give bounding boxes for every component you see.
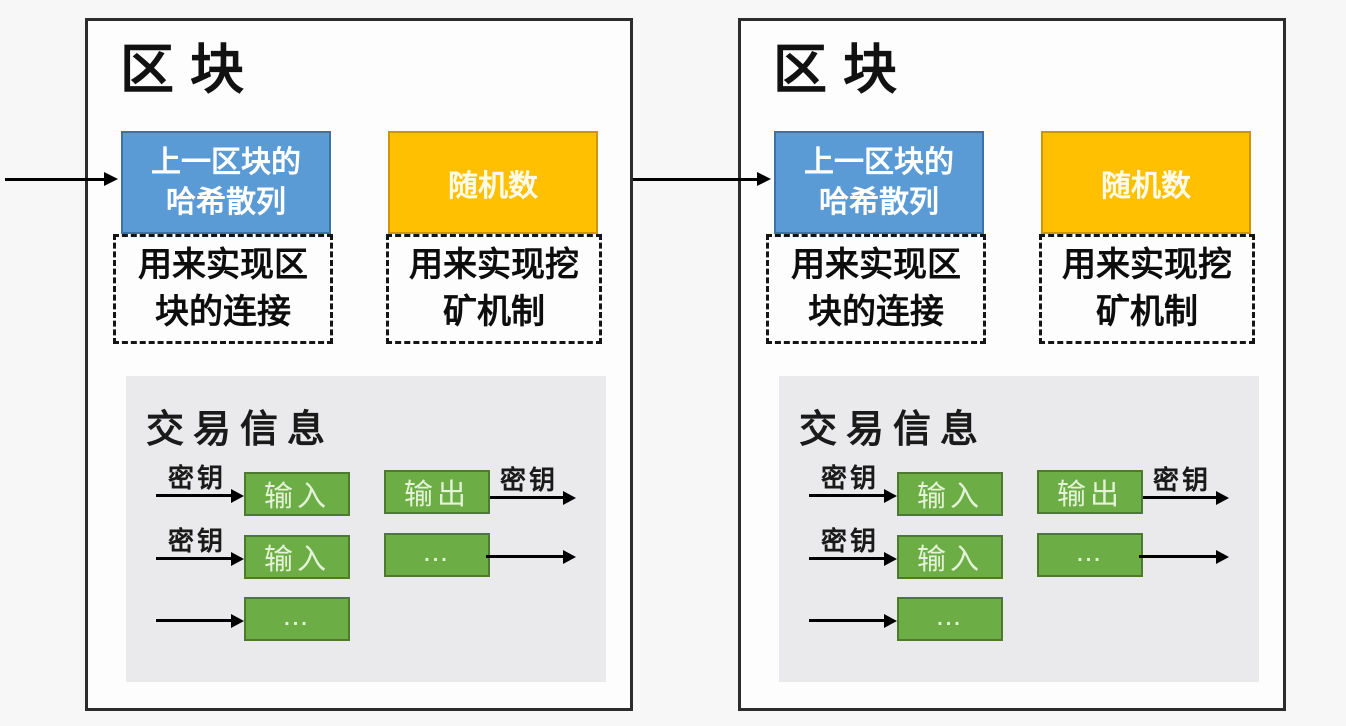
output-arrow <box>490 490 576 505</box>
hash-note-line2: 块的连接 <box>808 293 944 331</box>
block-title: 区块 <box>773 40 913 100</box>
more-inputs-box: ... <box>244 597 350 641</box>
transaction-row: 密钥 输入 输出 密钥 <box>126 458 606 530</box>
input-box: 输入 <box>244 535 350 579</box>
input-arrow <box>156 613 244 628</box>
incoming-chain-arrow <box>5 172 118 186</box>
key-label: 密钥 <box>821 527 880 556</box>
nonce-purpose-note: 用来实现挖 矿机制 <box>386 234 602 344</box>
output-arrow <box>486 549 576 564</box>
transactions-panel: 交易信息 密钥 输入 输出 密钥 密钥 输入 ... ... <box>779 376 1259 682</box>
more-outputs-box: ... <box>1037 533 1143 577</box>
more-outputs-box: ... <box>384 533 490 577</box>
output-box: 输出 <box>384 470 490 514</box>
hash-note-line1: 用来实现区 <box>138 246 308 284</box>
block-title: 区块 <box>120 40 260 100</box>
nonce-purpose-note: 用来实现挖 矿机制 <box>1039 234 1255 344</box>
key-label: 密钥 <box>821 464 880 493</box>
hash-note-line2: 块的连接 <box>155 293 291 331</box>
transactions-title: 交易信息 <box>146 409 335 451</box>
block-2: 区块 上一区块的 哈希散列 随机数 用来实现区 块的连接 用来实现挖 矿机制 交… <box>738 18 1286 711</box>
nonce-box: 随机数 <box>1041 131 1251 234</box>
prev-hash-line1: 上一区块的 <box>151 145 301 179</box>
prev-hash-line1: 上一区块的 <box>804 145 954 179</box>
input-arrow <box>809 488 897 503</box>
input-arrow <box>809 613 897 628</box>
transactions-panel: 交易信息 密钥 输入 输出 密钥 密钥 输入 ... ... <box>126 376 606 682</box>
more-inputs-box: ... <box>897 597 1003 641</box>
nonce-box: 随机数 <box>388 131 598 234</box>
key-label: 密钥 <box>500 466 559 495</box>
output-arrow <box>1143 490 1229 505</box>
transaction-row: 密钥 输入 ... <box>126 521 606 593</box>
nonce-label: 随机数 <box>448 169 538 203</box>
output-arrow <box>1139 549 1229 564</box>
block-link-arrow <box>633 172 771 186</box>
transaction-row: ... <box>779 583 1259 655</box>
key-label: 密钥 <box>168 464 227 493</box>
transaction-row: 密钥 输入 输出 密钥 <box>779 458 1259 530</box>
nonce-note-line2: 矿机制 <box>443 293 545 331</box>
hash-purpose-note: 用来实现区 块的连接 <box>113 234 333 344</box>
input-arrow <box>156 551 244 566</box>
hash-purpose-note: 用来实现区 块的连接 <box>766 234 986 344</box>
nonce-note-line1: 用来实现挖 <box>409 246 579 284</box>
key-label: 密钥 <box>1153 466 1212 495</box>
transaction-row: 密钥 输入 ... <box>779 521 1259 593</box>
key-label: 密钥 <box>168 527 227 556</box>
prev-hash-line2: 哈希散列 <box>819 185 939 219</box>
input-arrow <box>156 488 244 503</box>
nonce-label: 随机数 <box>1101 169 1191 203</box>
transactions-title: 交易信息 <box>799 409 988 451</box>
input-box: 输入 <box>897 535 1003 579</box>
nonce-note-line2: 矿机制 <box>1096 293 1198 331</box>
prev-hash-box: 上一区块的 哈希散列 <box>774 131 984 234</box>
input-box: 输入 <box>244 472 350 516</box>
prev-hash-line2: 哈希散列 <box>166 185 286 219</box>
input-box: 输入 <box>897 472 1003 516</box>
nonce-note-line1: 用来实现挖 <box>1062 246 1232 284</box>
input-arrow <box>809 551 897 566</box>
hash-note-line1: 用来实现区 <box>791 246 961 284</box>
output-box: 输出 <box>1037 470 1143 514</box>
block-1: 区块 上一区块的 哈希散列 随机数 用来实现区 块的连接 用来实现挖 矿机制 交… <box>85 18 633 711</box>
prev-hash-box: 上一区块的 哈希散列 <box>121 131 331 234</box>
transaction-row: ... <box>126 583 606 655</box>
